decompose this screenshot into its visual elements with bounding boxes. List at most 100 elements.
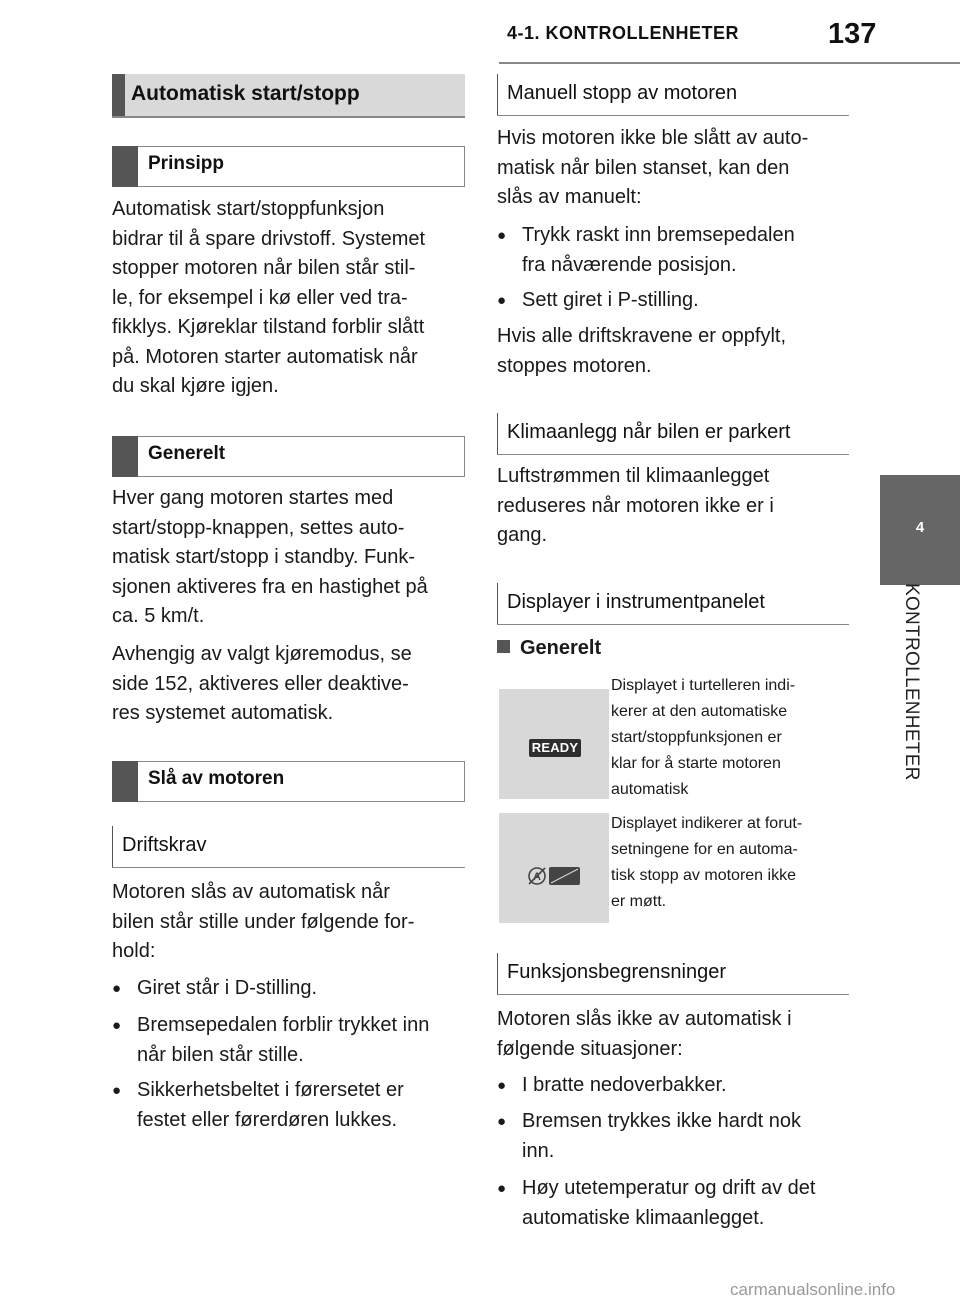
text-line: er møtt. bbox=[611, 893, 667, 910]
main-heading: Automatisk start/stopp bbox=[112, 74, 465, 118]
subheading-text: Slå av motoren bbox=[148, 768, 285, 789]
displays-general-heading: Generelt bbox=[497, 637, 601, 660]
text-line: klar for å starte motoren bbox=[611, 755, 781, 772]
text-line: reduseres når motoren ikke er i bbox=[497, 494, 774, 517]
heading-rule bbox=[497, 953, 498, 994]
text-line: Sikkerhetsbeltet i førersetet er bbox=[137, 1079, 404, 1101]
list-item: Sett giret i P-stilling. bbox=[497, 286, 849, 316]
subheading-engine-off: Slå av motoren bbox=[112, 761, 465, 802]
text-line: slås av manuelt: bbox=[497, 186, 642, 208]
text-line: hold: bbox=[112, 940, 156, 962]
requirements-heading: Driftskrav bbox=[112, 826, 465, 868]
text-line: matisk start/stopp i standby. Funk- bbox=[112, 546, 416, 568]
limits-heading: Funksjonsbegrensninger bbox=[497, 953, 849, 995]
text-line: start/stopp-knappen, settes auto- bbox=[112, 516, 405, 539]
climate-heading: Klimaanlegg når bilen er parkert bbox=[497, 413, 849, 455]
manual-stop-outro: Hvis alle driftskravene er oppfylt, stop… bbox=[497, 322, 849, 381]
text-line: kerer at den automatiske bbox=[611, 703, 788, 720]
text-line: Luftstrømmen til klimaanlegget bbox=[497, 465, 770, 487]
start-stop-off-icon: A bbox=[528, 867, 580, 885]
text-line: setningene for en automa- bbox=[611, 841, 798, 858]
subheading-bar bbox=[112, 146, 138, 187]
start-stop-display-image: A bbox=[499, 813, 609, 923]
text-line: le, for eksempel i kø eller ved tra- bbox=[112, 286, 408, 309]
text-line: Displayet i turtelleren indi- bbox=[611, 677, 796, 694]
text-line: automatisk bbox=[611, 781, 689, 798]
text-line: Hvis alle driftskravene er oppfylt, bbox=[497, 325, 787, 347]
text-line: fikklys. Kjøreklar tilstand forblir slåt… bbox=[112, 316, 425, 338]
heading-rule bbox=[497, 413, 498, 454]
text-line: sjonen aktiveres fra en hastighet på bbox=[112, 575, 428, 598]
text-line: du skal kjøre igjen. bbox=[112, 375, 279, 397]
text-line: festet eller førerdøren lukkes. bbox=[137, 1108, 398, 1131]
text-line: ca. 5 km/t. bbox=[112, 605, 205, 627]
square-marker bbox=[497, 640, 510, 653]
text-line: Trykk raskt inn bremsepedalen bbox=[522, 224, 795, 246]
text-line: fra nåværende posisjon. bbox=[522, 253, 737, 276]
heading-rule bbox=[112, 826, 113, 867]
ready-badge-text: READY bbox=[531, 740, 579, 755]
list-item: Høy utetemperatur og drift av det automa… bbox=[497, 1174, 849, 1233]
manual-stop-heading-text: Manuell stopp av motoren bbox=[507, 82, 738, 104]
subheading-text: Generelt bbox=[148, 443, 226, 464]
list-item: I bratte nedoverbakker. bbox=[497, 1071, 849, 1101]
text-line: Giret står i D-stilling. bbox=[137, 977, 318, 999]
text-line: side 152, aktiveres eller deaktive- bbox=[112, 672, 409, 695]
manual-stop-intro: Hvis motoren ikke ble slått av auto- mat… bbox=[497, 124, 849, 213]
section-title: 4-1. KONTROLLENHETER bbox=[507, 23, 740, 43]
heading-rule bbox=[497, 583, 498, 624]
text-line: tisk stopp av motoren ikke bbox=[611, 867, 796, 884]
page-header: 4-1. KONTROLLENHETER 137 bbox=[0, 18, 960, 64]
climate-heading-text: Klimaanlegg når bilen er parkert bbox=[507, 421, 791, 443]
text-line: Bremsepedalen forblir trykket inn bbox=[137, 1014, 430, 1036]
displays-heading: Displayer i instrumentpanelet bbox=[497, 583, 849, 625]
limits-heading-text: Funksjonsbegrensninger bbox=[507, 961, 727, 983]
text-line: Høy utetemperatur og drift av det bbox=[522, 1177, 816, 1199]
limits-intro: Motoren slås ikke av automatisk i følgen… bbox=[497, 1005, 849, 1064]
page-number: 137 bbox=[828, 18, 877, 50]
chapter-number: 4 bbox=[915, 519, 925, 536]
list-item: Trykk raskt inn bremsepedalen fra nåvære… bbox=[497, 221, 849, 280]
start-stop-display-description: Displayet indikerer at forut- setningene… bbox=[611, 811, 856, 915]
text-line: gang. bbox=[497, 524, 548, 546]
text-line: på. Motoren starter automatisk når bbox=[112, 345, 418, 368]
list-item: Bremsen trykkes ikke hardt nok inn. bbox=[497, 1107, 849, 1166]
requirements-heading-text: Driftskrav bbox=[122, 834, 207, 856]
text-line: inn. bbox=[522, 1139, 555, 1162]
text-line: Hver gang motoren startes med bbox=[112, 487, 394, 509]
list-item: Bremsepedalen forblir trykket inn når bi… bbox=[112, 1011, 465, 1070]
text-line: Automatisk start/stoppfunksjon bbox=[112, 198, 385, 220]
general-heading-text: Generelt bbox=[520, 637, 602, 659]
manual-stop-heading: Manuell stopp av motoren bbox=[497, 74, 849, 116]
text-line: stoppes motoren. bbox=[497, 354, 652, 377]
text-line: stopper motoren når bilen står stil- bbox=[112, 257, 416, 279]
watermark: carmanualsonline.info bbox=[730, 1280, 896, 1299]
text-line: når bilen står stille. bbox=[137, 1043, 304, 1066]
heading-bar bbox=[112, 74, 125, 116]
header-divider bbox=[499, 62, 960, 64]
general-paragraph-1: Hver gang motoren startes med start/stop… bbox=[112, 484, 462, 632]
ready-badge: READY bbox=[529, 739, 581, 757]
displays-heading-text: Displayer i instrumentpanelet bbox=[507, 591, 765, 613]
text-line: bilen står stille under følgende for- bbox=[112, 910, 415, 933]
text-line: res systemet automatisk. bbox=[112, 702, 334, 724]
list-item: Sikkerhetsbeltet i førersetet er festet … bbox=[112, 1076, 465, 1135]
chapter-label: KONTROLLENHETER bbox=[898, 583, 924, 813]
subheading-bar bbox=[112, 761, 138, 802]
chapter-label-text: KONTROLLENHETER bbox=[901, 583, 922, 781]
text-line: start/stoppfunksjonen er bbox=[611, 729, 782, 746]
ready-display-description: Displayet i turtelleren indi- kerer at d… bbox=[611, 673, 851, 803]
subheading-text: Prinsipp bbox=[148, 153, 225, 174]
text-line: Hvis motoren ikke ble slått av auto- bbox=[497, 127, 809, 149]
principle-paragraph: Automatisk start/stoppfunksjon bidrar ti… bbox=[112, 195, 462, 402]
subheading-bar bbox=[112, 436, 138, 477]
general-paragraph-2: Avhengig av valgt kjøremodus, se side 15… bbox=[112, 640, 462, 729]
text-line: Sett giret i P-stilling. bbox=[522, 289, 699, 311]
requirements-intro: Motoren slås av automatisk når bilen stå… bbox=[112, 878, 462, 967]
list-item: Giret står i D-stilling. bbox=[112, 974, 465, 1004]
chapter-tab: 4 bbox=[880, 475, 960, 585]
text-line: Displayet indikerer at forut- bbox=[611, 815, 803, 832]
subheading-general: Generelt bbox=[112, 436, 465, 477]
text-line: I bratte nedoverbakker. bbox=[522, 1074, 727, 1096]
text-line: automatiske klimaanlegget. bbox=[522, 1206, 765, 1229]
